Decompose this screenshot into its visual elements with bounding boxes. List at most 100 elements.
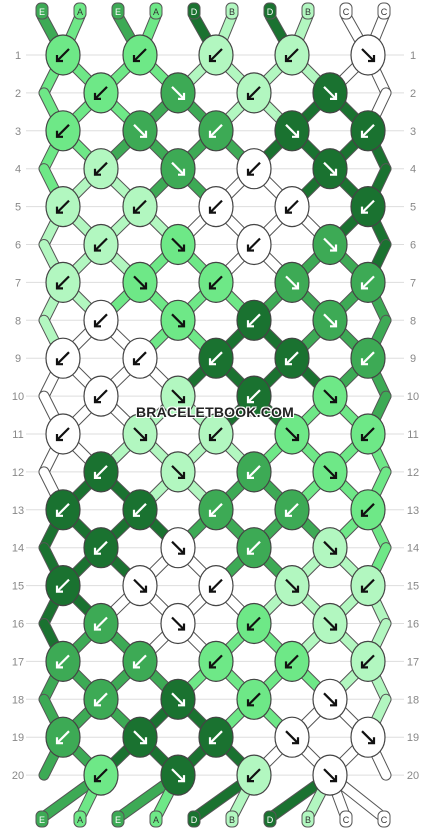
arrow-down-left-icon [209,503,223,517]
arrow-down-right-icon [323,86,337,100]
knot [198,110,234,152]
arrow-head [330,168,338,176]
knot [45,489,81,531]
knot [312,451,348,493]
arrow-down-left-icon [247,465,261,479]
string-label-top-swatch [111,2,125,20]
string-label-top-swatch [377,2,391,20]
arrow-head [132,661,140,669]
knot [122,337,158,379]
knot [274,261,310,303]
arrow-head [140,585,148,593]
arrow-down-left-icon [247,161,261,176]
knot [350,564,386,607]
arrow-down-left-icon [56,124,70,138]
string-label-bottom: A [153,815,159,825]
arrow-head [292,130,300,138]
string-label-top-swatch [225,2,239,20]
knot [350,110,386,152]
knot [198,186,234,228]
knot [45,413,81,455]
knot [122,413,158,455]
string-label-bottom: A [77,815,83,825]
arrow-head [330,320,338,328]
string-label-top: B [229,7,235,17]
arrow-down-right-icon [133,124,147,138]
arrow-head [93,623,101,631]
arrow-head [284,55,292,63]
arrow-down-left-icon [247,540,261,555]
arrow-down-left-icon [94,692,108,707]
arrow-down-left-icon [94,313,108,328]
arrow-down-right-icon [171,389,185,403]
arrow-down-right-icon [171,692,185,707]
arrow-head [55,737,63,745]
arrow-head [55,282,63,290]
arrow-down-left-icon [209,654,223,669]
arrow-down-right-icon [323,313,337,328]
string-label-bottom: E [39,815,45,825]
arrow-head [178,244,186,252]
knot [350,716,386,758]
knot [312,223,348,266]
arrow-head [246,623,254,631]
arrow-head [208,130,216,138]
arrow-head [330,396,338,404]
arrow-head [93,320,101,328]
arrow-head [178,92,186,101]
arrow-down-left-icon [361,654,375,669]
knot [45,337,81,379]
arrow-down-left-icon [247,768,261,782]
knot [122,261,158,303]
knot [45,186,81,228]
arrow-down-right-icon [171,465,185,479]
arrow-head [55,55,63,63]
arrow-down-left-icon [94,616,108,631]
row-number-left: 1 [15,50,21,62]
arrow-down-right-icon [171,86,185,100]
arrow-down-left-icon [247,313,261,328]
arrow-down-right-icon [323,161,337,176]
arrow-head [330,623,338,631]
arrow-head [55,434,63,442]
string-label-bottom-swatch [35,810,49,828]
knot [122,34,158,76]
arrow-down-left-icon [56,654,70,669]
arrow-head [93,471,101,479]
arrow-head [284,509,292,517]
arrow-head [140,434,148,442]
arrow-head [368,737,376,745]
arrow-head [330,471,338,479]
knot [350,489,386,531]
arrow-head [55,585,63,593]
arrow-head [93,92,101,101]
row-number-left: 19 [12,732,24,744]
arrow-down-left-icon [56,351,70,365]
knot [83,678,119,720]
knot [198,716,234,758]
knot [122,564,158,607]
arrow-head [246,396,254,404]
knot [312,148,348,190]
row-number-left: 7 [15,277,21,289]
arrow-head [360,434,368,442]
knot [45,564,81,607]
arrow-head [360,130,368,138]
row-number-left: 17 [12,656,24,668]
arrow-down-left-icon [94,540,108,555]
arrow-head [55,206,63,214]
knot [160,754,196,796]
knot [198,34,234,76]
knot [160,527,196,569]
knot [122,489,158,531]
arrow-head [208,206,216,214]
row-number-left: 3 [15,126,21,138]
arrow-down-right-icon [171,616,185,631]
arrow-head [55,509,63,517]
arrow-down-left-icon [361,124,375,138]
row-number-right: 13 [407,505,419,517]
row-number-left: 6 [15,240,21,252]
arrow-down-right-icon [323,768,337,782]
row-number-right: 14 [407,543,419,555]
